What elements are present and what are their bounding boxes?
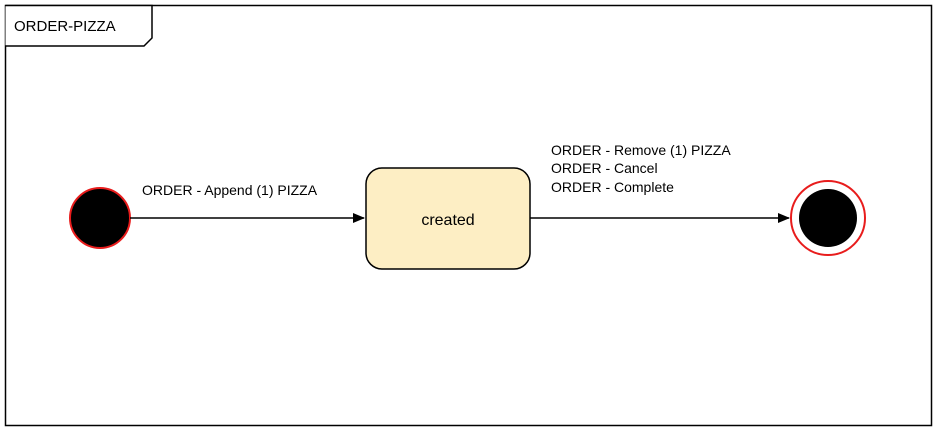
frame-title: ORDER-PIZZA (14, 18, 116, 35)
final-node-core (799, 189, 857, 247)
state-created-label: created (421, 212, 474, 229)
frame-title-tab (5, 4, 153, 47)
transition-label-remove: ORDER - Remove (1) PIZZA (551, 142, 731, 158)
transition-label-cancel: ORDER - Cancel (551, 160, 658, 176)
transition-label-append: ORDER - Append (1) PIZZA (142, 182, 318, 198)
transition-label-complete: ORDER - Complete (551, 179, 674, 195)
initial-node (69, 187, 131, 249)
